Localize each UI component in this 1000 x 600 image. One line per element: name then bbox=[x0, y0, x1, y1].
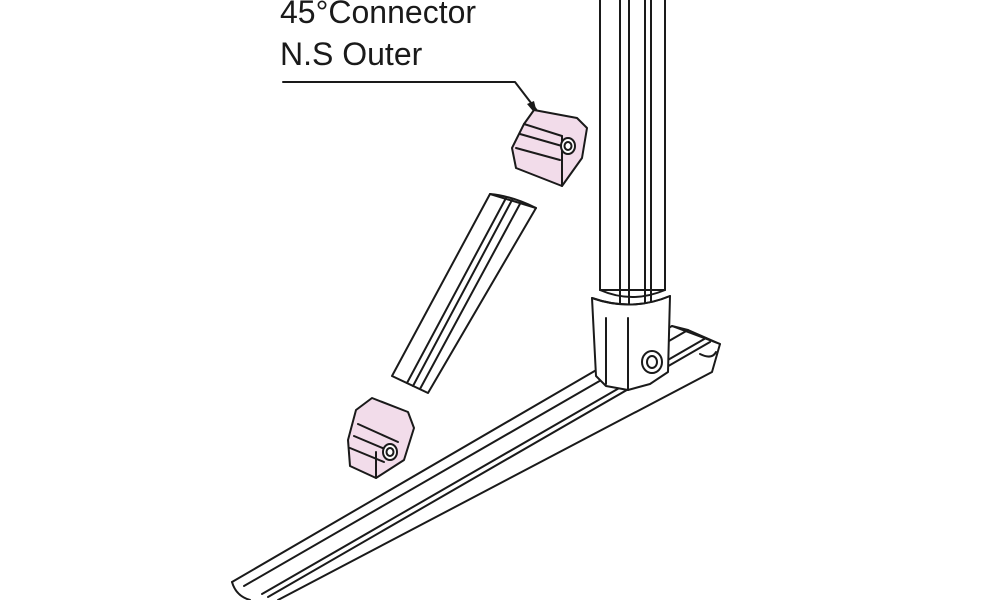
lower-connector-screw-icon bbox=[382, 443, 398, 461]
lower-connector bbox=[347, 397, 415, 479]
sleeve-screw-icon bbox=[641, 350, 663, 374]
upper-connector bbox=[511, 109, 588, 187]
vertical-pipe bbox=[599, 0, 666, 307]
diagonal-brace-pipe bbox=[391, 193, 537, 394]
callout-leader bbox=[282, 81, 539, 117]
joint-sleeve bbox=[591, 295, 671, 391]
upper-connector-screw-icon bbox=[560, 137, 576, 155]
base-pipe bbox=[231, 325, 721, 600]
callout-label-line-1: 45°Connector bbox=[280, 0, 477, 30]
callout-label-line-2: N.S Outer bbox=[280, 36, 423, 72]
